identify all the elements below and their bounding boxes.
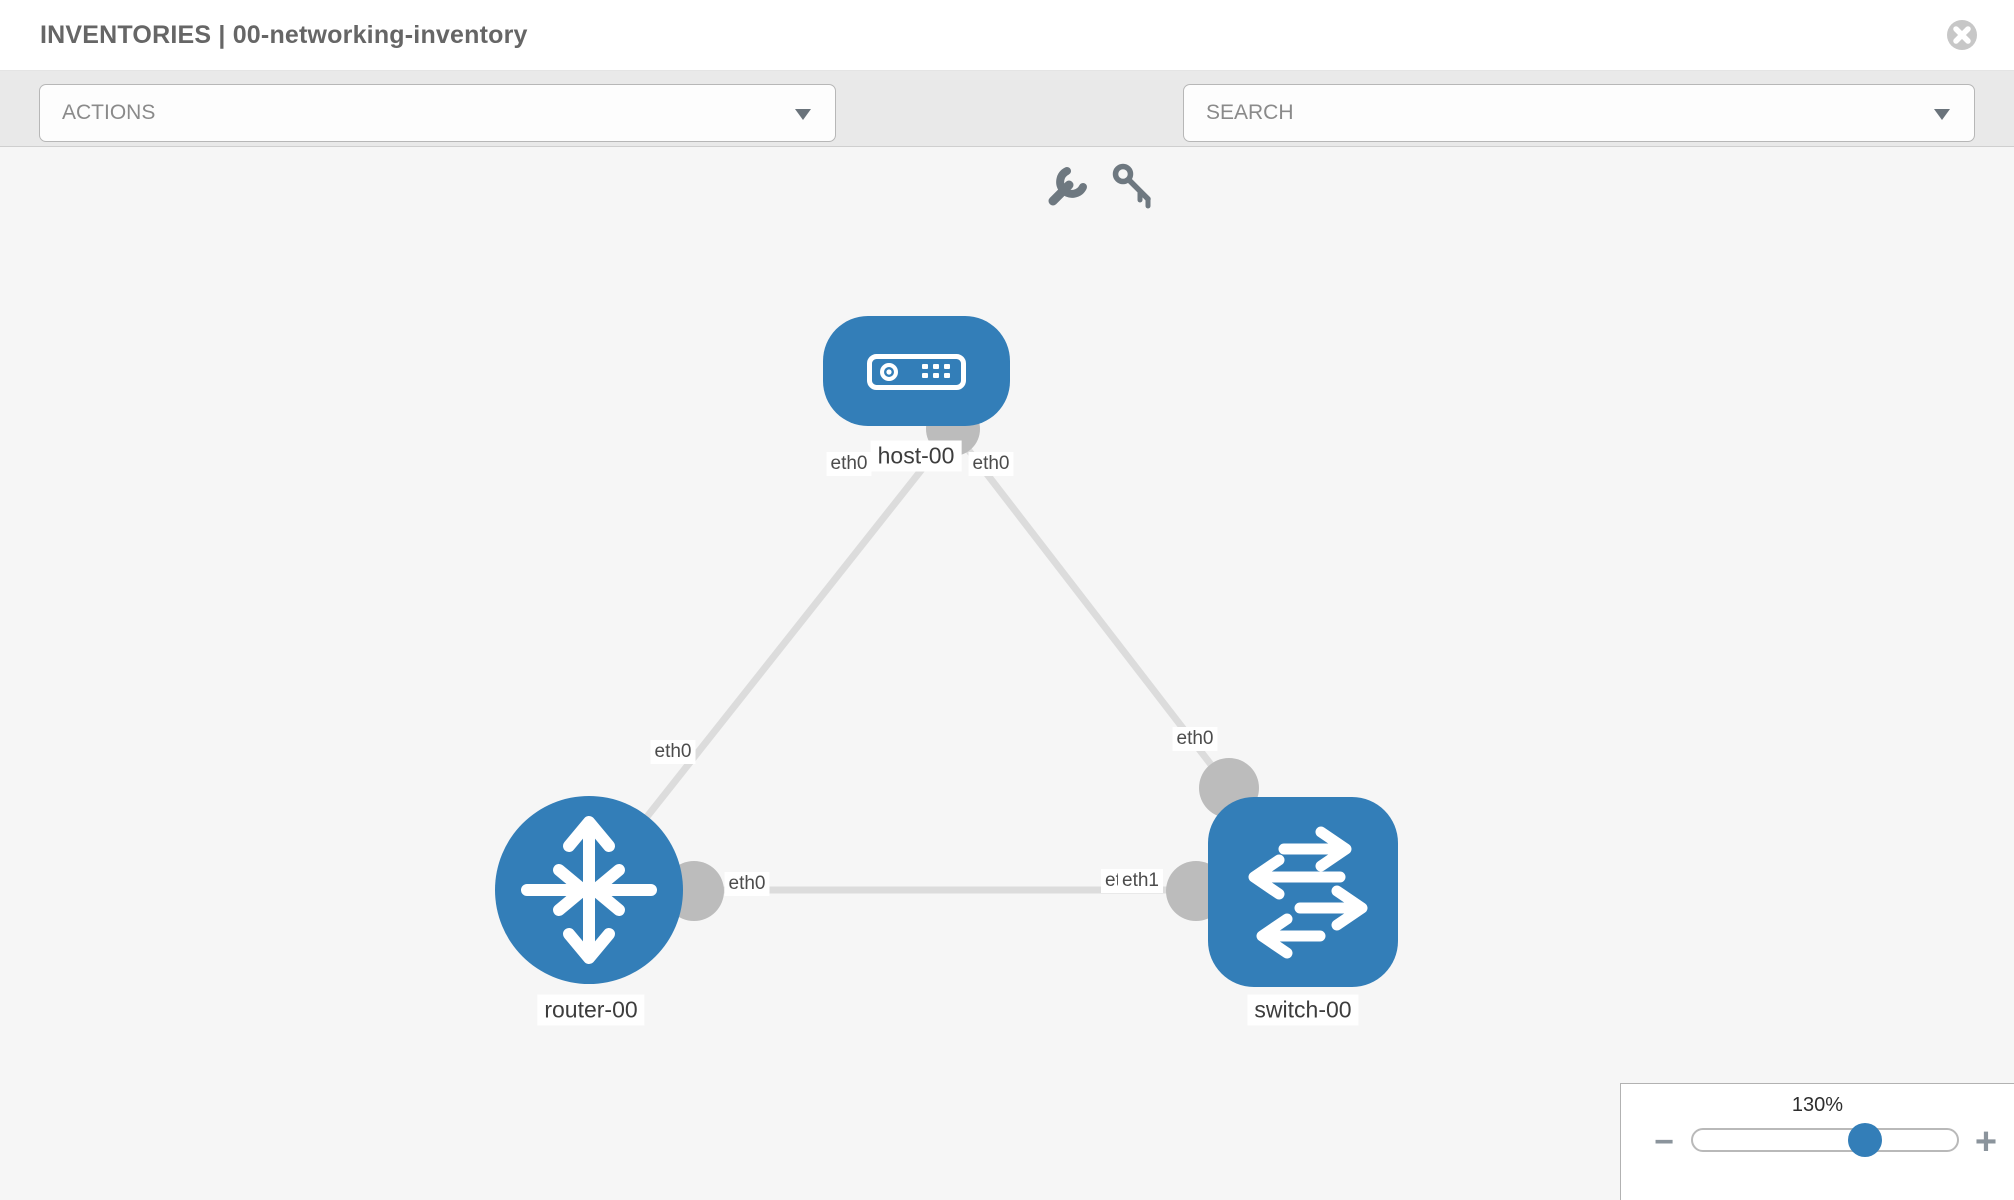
close-icon (1947, 20, 1977, 50)
node-label-switch-00: switch-00 (1247, 994, 1359, 1026)
node-host-00[interactable] (823, 316, 1010, 426)
configure-button[interactable] (1043, 161, 1091, 209)
wrench-icon (1048, 167, 1087, 206)
actions-dropdown[interactable]: ACTIONS (39, 84, 836, 142)
iface-label-switch-eth1: eth1 (1118, 869, 1163, 893)
key-icon (1112, 163, 1151, 209)
minus-icon: − (1654, 1123, 1674, 1161)
search-dropdown[interactable]: SEARCH (1183, 84, 1975, 142)
search-placeholder: SEARCH (1206, 101, 1294, 124)
zoom-slider-track[interactable] (1691, 1123, 1959, 1157)
iface-label-switch-overlap: eth0 eth1 (1101, 869, 1171, 895)
zoom-in-button[interactable]: + (1969, 1120, 2003, 1164)
iface-label-host-eth0-right: eth0 (968, 452, 1014, 476)
host-icon (867, 354, 966, 390)
credentials-button[interactable] (1110, 161, 1158, 209)
close-button[interactable] (1946, 19, 1978, 51)
switch-icon (1248, 826, 1368, 959)
zoom-slider-handle[interactable] (1848, 1123, 1882, 1157)
header: INVENTORIES | 00-networking-inventory (0, 0, 2014, 71)
zoom-level-label: 130% (1791, 1094, 1844, 1116)
node-switch-00[interactable] (1208, 797, 1398, 987)
iface-label-router-eth0-uplink: eth0 (650, 740, 696, 764)
topology-canvas[interactable] (0, 147, 2014, 1200)
iface-label-host-eth0-left: eth0 (826, 452, 872, 476)
actions-dropdown-label: ACTIONS (62, 101, 156, 124)
caret-down-icon (795, 109, 811, 120)
zoom-panel: 130% − + (1620, 1083, 2014, 1200)
link-host-router[interactable] (586, 427, 956, 893)
node-label-router-00: router-00 (537, 994, 645, 1026)
router-icon (521, 816, 657, 964)
caret-down-icon (1934, 109, 1950, 120)
plus-icon: + (1974, 1121, 1998, 1163)
iface-label-router-eth0: eth0 (724, 872, 770, 896)
toolbar: ACTIONS SEARCH (0, 71, 2014, 209)
node-label-host-00: host-00 (870, 440, 962, 472)
iface-label-switch-eth0-uplink: eth0 (1172, 727, 1218, 751)
node-router-00[interactable] (495, 796, 683, 984)
page-title: INVENTORIES | 00-networking-inventory (40, 21, 528, 49)
zoom-out-button[interactable]: − (1649, 1122, 1679, 1162)
